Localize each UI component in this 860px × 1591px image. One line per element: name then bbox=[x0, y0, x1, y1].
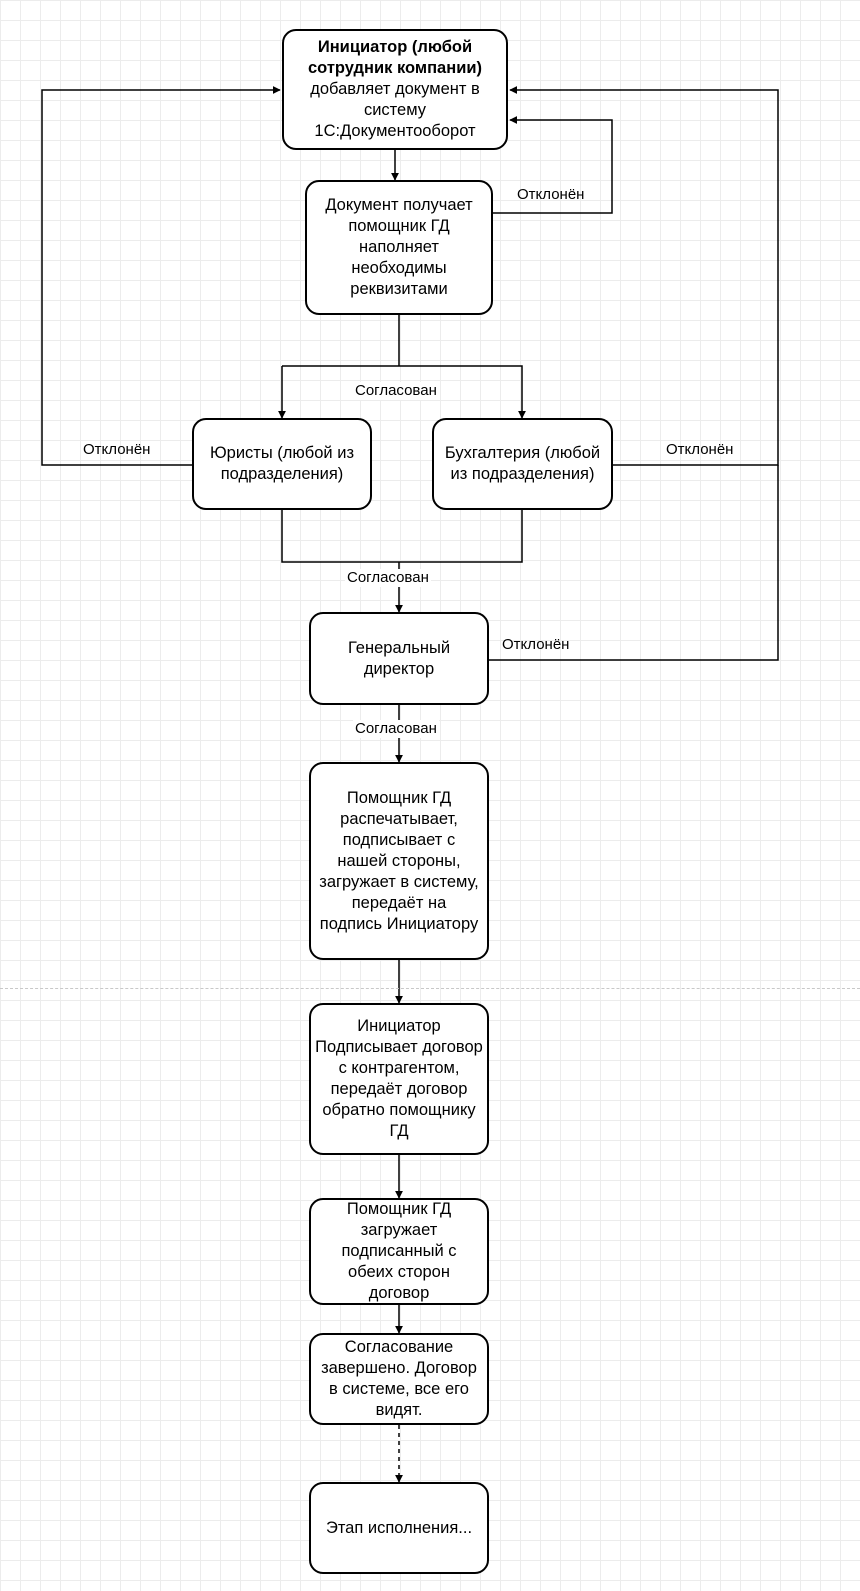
node-accounting[interactable]: Бухгалтерия (любой из подразделения) bbox=[432, 418, 613, 510]
node-accounting-text: Бухгалтерия (любой из подразделения) bbox=[444, 444, 601, 483]
edge-ceo-rejected-to-initiator bbox=[489, 465, 779, 661]
node-lawyers-text: Юристы (любой из подразделения) bbox=[209, 444, 355, 483]
node-initiator-title: Инициатор (любой сотрудник компании) bbox=[308, 38, 482, 77]
label-rejected-lawyers: Отклонён bbox=[83, 441, 151, 458]
label-approved-split: Согласован bbox=[353, 382, 439, 400]
node-initiator[interactable]: Инициатор (любой сотрудник компании) доб… bbox=[282, 29, 508, 150]
node-approval-done-text: Согласование завершено. Договор в систем… bbox=[321, 1338, 477, 1419]
label-rejected-assistant: Отклонён bbox=[517, 186, 585, 203]
node-assistant-upload-text: Помощник ГД загружает подписанный с обеи… bbox=[341, 1200, 457, 1302]
edge-assistant-rejected-to-initiator bbox=[493, 116, 613, 214]
node-initiator-text: добавляет документ в систему 1С:Документ… bbox=[310, 80, 480, 140]
node-execution-text: Этап исполнения... bbox=[325, 1518, 473, 1537]
node-initiator-sign-text: Инициатор Подписывает договор с контраге… bbox=[315, 1017, 483, 1140]
node-assistant-fill-text: Документ получает помощник ГД наполняет … bbox=[325, 196, 473, 298]
node-ceo-text: Генеральный директор bbox=[347, 638, 451, 678]
node-assistant-print-text: Помощник ГД распечатывает, подписывает с… bbox=[319, 788, 479, 933]
edge-accounting-rejected-to-initiator bbox=[509, 86, 779, 466]
node-approval-done[interactable]: Согласование завершено. Договор в систем… bbox=[309, 1333, 489, 1425]
node-initiator-sign[interactable]: Инициатор Подписывает договор с контраге… bbox=[309, 1003, 489, 1155]
label-rejected-accounting: Отклонён bbox=[666, 441, 734, 458]
edge-lawyers-rejected-to-initiator bbox=[41, 86, 281, 466]
edge-lawyers-to-merge bbox=[281, 510, 523, 563]
node-execution[interactable]: Этап исполнения... bbox=[309, 1482, 489, 1574]
page-break-line bbox=[0, 988, 860, 989]
edge-split-to-accounting bbox=[282, 365, 526, 419]
node-assistant-print[interactable]: Помощник ГД распечатывает, подписывает с… bbox=[309, 762, 489, 960]
label-approved-ceo: Согласован bbox=[353, 720, 439, 738]
label-rejected-ceo: Отклонён bbox=[502, 636, 570, 653]
label-approved-merge: Согласован bbox=[345, 569, 431, 587]
node-assistant-fill[interactable]: Документ получает помощник ГД наполняет … bbox=[305, 180, 493, 315]
node-lawyers[interactable]: Юристы (любой из подразделения) bbox=[192, 418, 372, 510]
node-assistant-upload[interactable]: Помощник ГД загружает подписанный с обеи… bbox=[309, 1198, 489, 1305]
node-ceo[interactable]: Генеральный директор bbox=[309, 612, 489, 705]
